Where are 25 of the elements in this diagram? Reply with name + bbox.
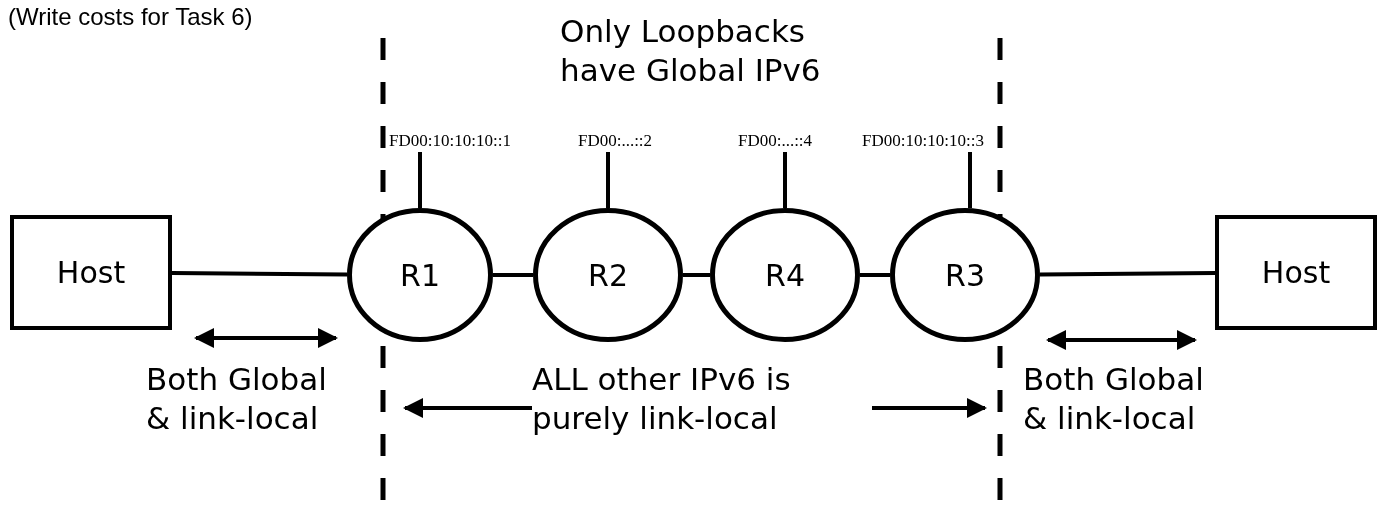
node-label: Host [1261,255,1331,290]
connector-line [1040,271,1215,277]
connector-line [860,273,890,277]
address-text: FD00:10:10:10::3 [862,131,984,151]
host-box [1215,215,1377,330]
connector-line [172,271,348,277]
node-label: R4 [765,257,805,293]
node-label: R2 [588,257,628,293]
connector-line [418,152,422,208]
router-circle [347,208,493,342]
node-label: R3 [945,257,985,293]
connector-line [968,152,972,209]
connector-line [606,152,610,208]
connector-line [493,273,533,277]
connector-line [783,152,787,208]
router-circle [710,208,860,342]
node-label: Host [56,255,126,290]
node-label: R1 [400,257,440,293]
address-text: FD00:...::4 [737,131,813,151]
router-circle [533,208,683,342]
host-box [10,215,172,330]
address-text: FD00:10:10:10::1 [389,131,511,151]
connector-line [683,273,710,277]
router-circle [890,208,1040,342]
address-text: FD00:...::2 [577,131,653,151]
